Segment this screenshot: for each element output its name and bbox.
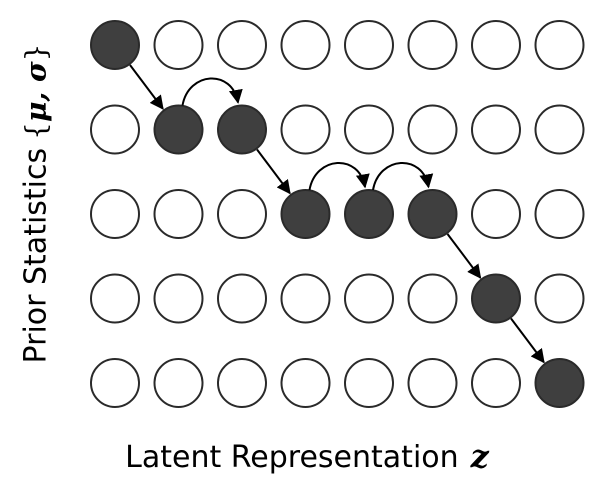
node-inactive <box>90 189 140 239</box>
y-axis-label-text: Prior Statistics <box>18 147 54 363</box>
node-inactive <box>217 189 267 239</box>
transition-arrows <box>129 64 545 364</box>
x-axis-label: Latent Representation z <box>0 437 614 475</box>
self-transition-arrow <box>372 162 434 191</box>
node-inactive <box>90 358 140 408</box>
node-inactive <box>534 273 585 324</box>
node-inactive <box>90 104 140 155</box>
latent-symbol-z: z <box>470 437 489 475</box>
diagonal-transition-arrow <box>256 148 291 195</box>
node-inactive <box>280 20 331 70</box>
node-active <box>153 104 204 155</box>
node-inactive <box>153 20 204 70</box>
node-inactive <box>471 104 521 155</box>
node-active <box>90 20 140 70</box>
diagonal-transition-arrow <box>129 64 164 110</box>
node-inactive <box>217 358 267 408</box>
node-inactive <box>280 104 331 155</box>
node-inactive <box>471 20 521 70</box>
node-inactive <box>153 189 204 239</box>
y-axis-label: Prior Statistics {μ, σ} <box>10 33 62 373</box>
diagonal-transition-arrow <box>510 317 545 364</box>
node-grid <box>90 20 585 408</box>
diagonal-transition-arrow <box>446 233 482 279</box>
node-inactive <box>344 273 394 324</box>
node-active <box>217 104 267 155</box>
node-inactive <box>153 358 204 408</box>
node-inactive <box>471 189 521 239</box>
node-inactive <box>407 358 458 408</box>
node-inactive <box>217 20 267 70</box>
self-transition-arrow <box>308 162 370 191</box>
node-active <box>407 189 458 239</box>
node-inactive <box>471 358 521 408</box>
node-inactive <box>90 273 140 324</box>
node-inactive <box>407 273 458 324</box>
node-active <box>471 273 521 324</box>
node-inactive <box>344 358 394 408</box>
x-axis-label-text: Latent Representation <box>125 440 459 475</box>
node-inactive <box>407 104 458 155</box>
self-transition-arrow <box>181 77 243 106</box>
node-inactive <box>407 20 458 70</box>
prior-statistics-symbols: {μ, σ} <box>19 43 53 140</box>
node-inactive <box>344 104 394 155</box>
node-inactive <box>153 273 204 324</box>
node-inactive <box>344 20 394 70</box>
node-inactive <box>534 20 585 70</box>
node-inactive <box>280 273 331 324</box>
node-inactive <box>534 104 585 155</box>
node-active <box>344 189 394 239</box>
node-inactive <box>280 358 331 408</box>
node-active <box>534 358 585 408</box>
node-inactive <box>217 273 267 324</box>
node-inactive <box>534 189 585 239</box>
state-grid-diagram <box>90 20 585 408</box>
node-active <box>280 189 331 239</box>
